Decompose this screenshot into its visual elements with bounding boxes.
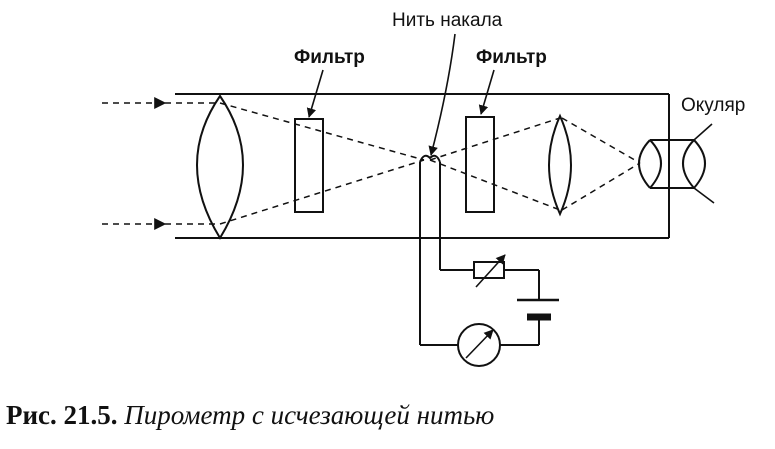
figure-caption: Рис. 21.5. Пирометр с исчезающей нитью (6, 400, 494, 431)
figure-number: Рис. 21.5. (6, 400, 118, 430)
filament-icon (419, 154, 441, 168)
filament-label: Нить накала (392, 10, 503, 31)
filter-right-label: Фильтр (476, 47, 547, 68)
converging-rays (219, 102, 425, 225)
variable-resistor-icon (473, 254, 506, 288)
filter-left-label: Фильтр (294, 47, 365, 68)
filter-left-icon (294, 118, 324, 213)
figure-title: Пирометр с исчезающей нитью (124, 400, 495, 430)
pyrometer-tube (175, 93, 670, 239)
filter-right-icon (465, 116, 495, 213)
rays-to-eye (561, 117, 641, 211)
eyepiece-icon (638, 123, 715, 204)
battery-icon (517, 298, 559, 321)
eyepiece-lens-icon (548, 113, 572, 217)
meter-icon (457, 323, 501, 367)
electric-circuit (419, 166, 540, 346)
leader-lines (306, 33, 495, 156)
objective-lens-icon (196, 94, 244, 240)
incoming-light-rays (102, 97, 218, 230)
eyepiece-label: Окуляр (681, 95, 745, 116)
